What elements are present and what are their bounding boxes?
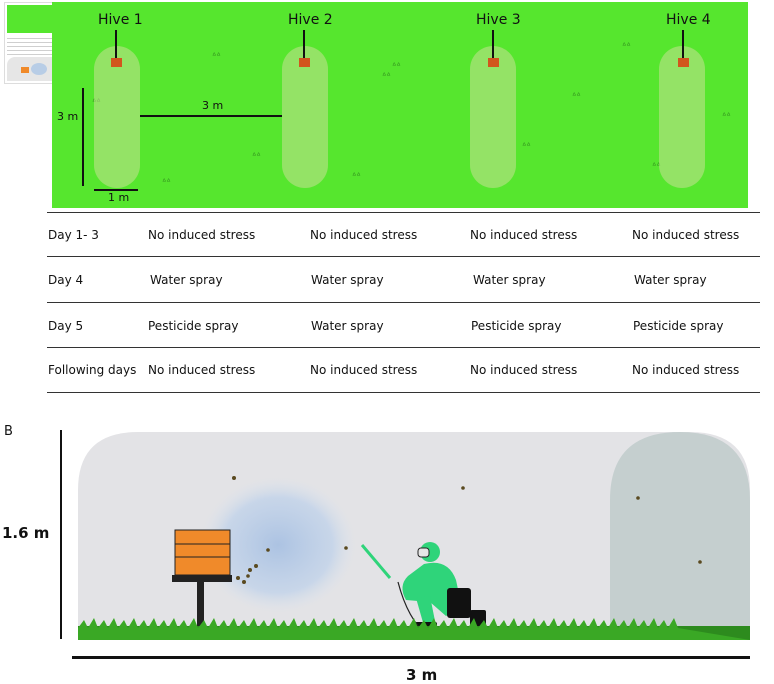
grass-tuft: ᐞᐞ	[382, 71, 391, 80]
plot-scale-line	[94, 189, 138, 191]
table-cell: No induced stress	[470, 363, 578, 377]
tunnel-illustration	[78, 432, 750, 640]
table-cell: Water spray	[311, 273, 384, 287]
bee	[248, 568, 252, 572]
hive-2-icon	[299, 58, 310, 67]
plot-scale-label: 1 m	[108, 191, 130, 204]
width-dimension-line	[72, 656, 750, 659]
hive-plot-4	[659, 46, 705, 188]
table-cell: No induced stress	[632, 363, 740, 377]
face-mask	[417, 547, 430, 558]
hive-2-label: Hive 2	[288, 12, 333, 28]
width-scale-line	[140, 115, 282, 117]
table-cell: No induced stress	[470, 228, 578, 242]
table-cell: Water spray	[634, 273, 707, 287]
table-rule	[47, 256, 760, 257]
row-label: Following days	[48, 363, 137, 377]
table-cell: Pesticide spray	[633, 319, 724, 333]
height-scale-line	[82, 88, 84, 186]
bee	[266, 548, 270, 552]
table-cell: Water spray	[150, 273, 223, 287]
bee	[232, 476, 236, 480]
bee	[242, 580, 246, 584]
table-cell: No induced stress	[310, 228, 418, 242]
table-cell: No induced stress	[310, 363, 418, 377]
hive-1-icon	[111, 58, 122, 67]
bee	[344, 546, 348, 550]
grass-tuft: ᐞᐞ	[622, 41, 631, 50]
height-dimension-line	[60, 430, 62, 639]
row-label: Day 5	[48, 319, 84, 333]
bee	[698, 560, 702, 564]
table-cell: Water spray	[473, 273, 546, 287]
bee	[246, 574, 250, 578]
table-rule	[47, 212, 760, 213]
spray-wand	[360, 544, 392, 579]
table-rule	[47, 392, 760, 393]
grass-blades	[78, 618, 750, 640]
hive-1-pointer	[115, 30, 117, 58]
hive-4-label: Hive 4	[666, 12, 711, 28]
grass-tuft: ᐞᐞ	[162, 177, 171, 186]
table-cell: No induced stress	[148, 363, 256, 377]
bee	[236, 576, 240, 580]
hive-3-label: Hive 3	[476, 12, 521, 28]
grass-tuft: ᐞᐞ	[522, 141, 531, 150]
hive-4-icon	[678, 58, 689, 67]
beehive	[174, 529, 231, 576]
grass-tuft: ᐞᐞ	[572, 91, 581, 100]
hive-1-label: Hive 1	[98, 12, 143, 28]
hive-3-icon	[488, 58, 499, 67]
field-panel: ᐞᐞ ᐞᐞ ᐞᐞ ᐞᐞ ᐞᐞ ᐞᐞ ᐞᐞ ᐞᐞ ᐞᐞ ᐞᐞ ᐞᐞ ᐞᐞ Hive…	[52, 2, 748, 208]
width-scale-label: 3 m	[202, 99, 224, 112]
hive-plot-3	[470, 46, 516, 188]
grass-tuft: ᐞᐞ	[352, 171, 361, 180]
bees	[232, 476, 702, 584]
hive-3-pointer	[492, 30, 494, 58]
grass-tuft: ᐞᐞ	[92, 97, 101, 106]
width-dimension-label: 3 m	[406, 666, 438, 684]
grass-tuft: ᐞᐞ	[652, 161, 661, 170]
row-label: Day 1- 3	[48, 228, 99, 242]
height-scale-label: 3 m	[57, 110, 79, 123]
hive-plot-1	[94, 46, 140, 188]
table-cell: No induced stress	[148, 228, 256, 242]
bee	[636, 496, 640, 500]
grass-tuft: ᐞᐞ	[252, 151, 261, 160]
tunnel-end	[610, 432, 750, 640]
height-dimension-label: 1.6 m	[2, 524, 50, 542]
bee	[461, 486, 465, 490]
hive-plot-2	[282, 46, 328, 188]
table-cell: No induced stress	[632, 228, 740, 242]
grass-tuft: ᐞᐞ	[212, 51, 221, 60]
hive-stand-post	[197, 582, 204, 634]
bee	[254, 564, 258, 568]
hive-2-pointer	[303, 30, 305, 58]
table-rule	[47, 347, 760, 348]
table-cell: Pesticide spray	[471, 319, 562, 333]
hive-stand-top	[172, 575, 232, 582]
table-rule	[47, 302, 760, 303]
backpack-sprayer	[447, 588, 471, 618]
table-cell: Pesticide spray	[148, 319, 239, 333]
grass-tuft: ᐞᐞ	[722, 111, 731, 120]
hive-4-pointer	[682, 30, 684, 58]
person-leg	[416, 596, 436, 626]
row-label: Day 4	[48, 273, 84, 287]
grass-tuft: ᐞᐞ	[392, 61, 401, 70]
panel-b-letter: B	[4, 424, 13, 439]
table-cell: Water spray	[311, 319, 384, 333]
